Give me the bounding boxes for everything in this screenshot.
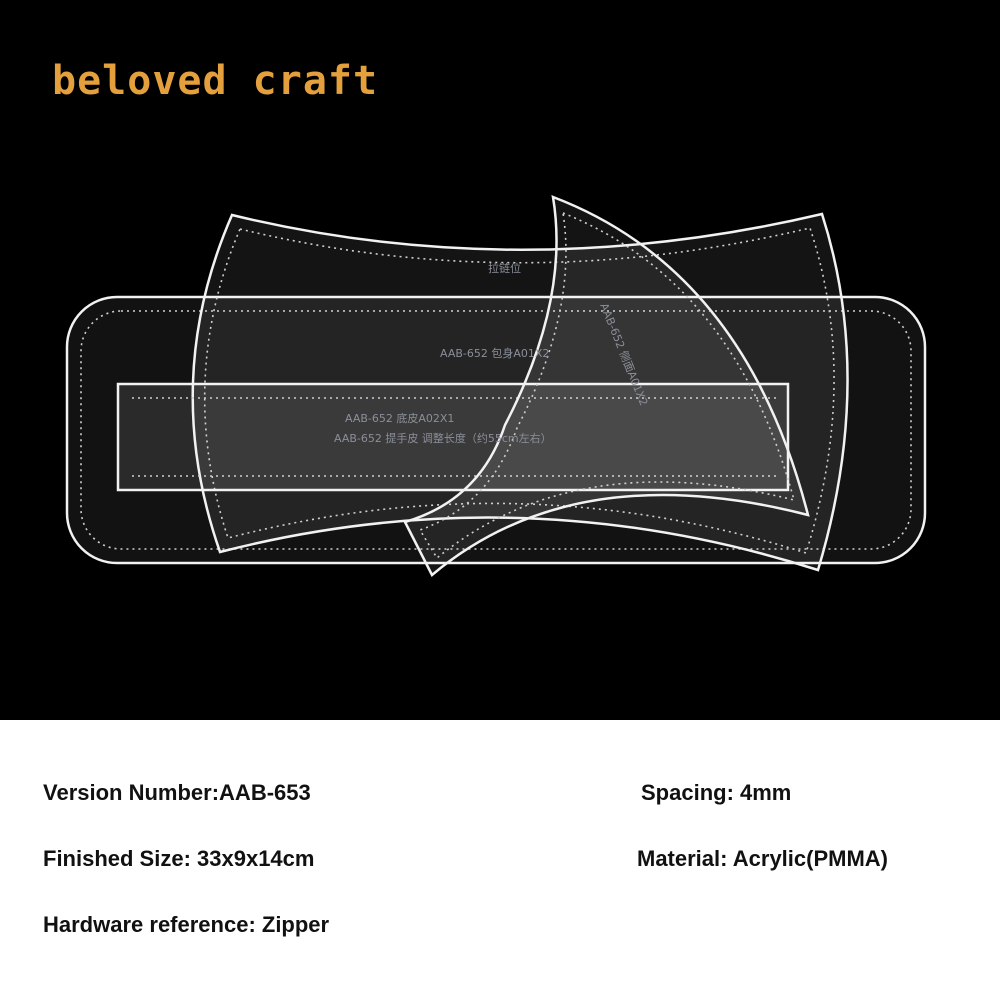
template-side-panel <box>403 195 810 577</box>
acrylic-templates-illustration: 拉链位 AAB-652 包身A01X2 AAB-652 侧面A01X2 AAB-… <box>65 195 927 577</box>
label-zipper-position: 拉链位 <box>488 261 521 275</box>
label-handle-strip: AAB-652 提手皮 调整长度（约55cm左右） <box>334 431 552 445</box>
spec-hardware: Hardware reference: Zipper <box>43 912 330 937</box>
label-body-panel: AAB-652 包身A01X2 <box>440 346 549 360</box>
product-specs: Version Number:AAB-653 Spacing: 4mm Fini… <box>0 720 1000 1000</box>
template-handle-strip <box>116 382 790 492</box>
spec-version-number: Version Number:AAB-653 <box>43 780 311 805</box>
label-bottom-panel: AAB-652 底皮A02X1 <box>345 411 454 425</box>
spec-material: Material: Acrylic(PMMA) <box>637 846 889 871</box>
spec-finished-size: Finished Size: 33x9x14cm <box>43 846 315 871</box>
brand-logo: beloved craft <box>52 58 379 104</box>
spec-spacing: Spacing: 4mm <box>641 780 792 805</box>
product-photo: beloved craft 拉链位 <box>0 0 1000 720</box>
